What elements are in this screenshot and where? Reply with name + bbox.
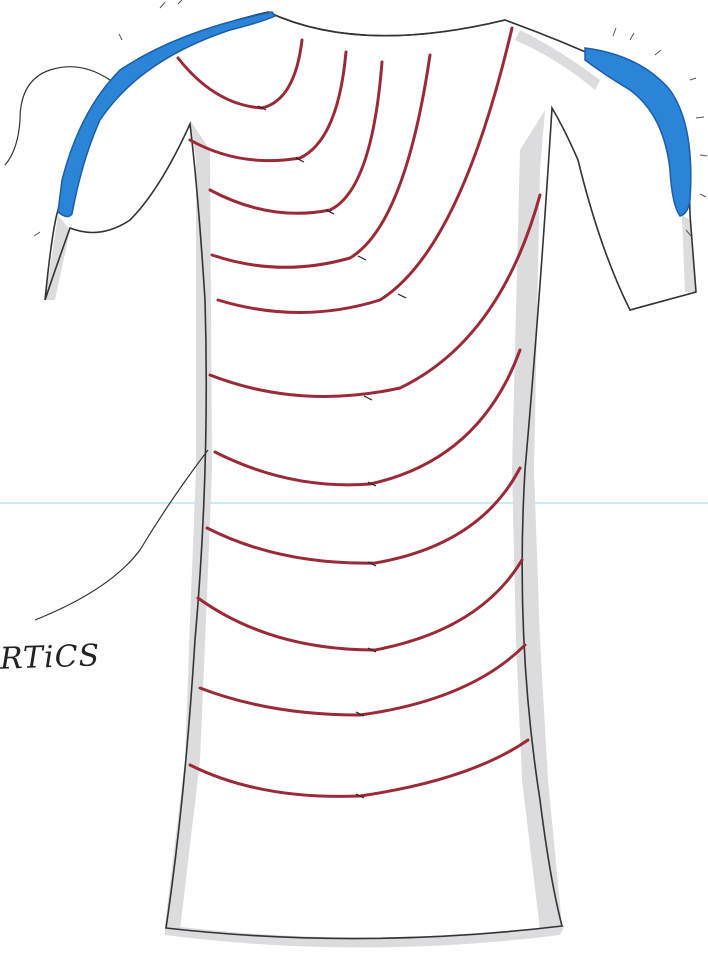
garment-shadow — [45, 30, 695, 948]
seam-line-8 — [207, 468, 520, 563]
seam-line-5 — [218, 28, 512, 313]
seam-line-9 — [198, 560, 522, 650]
seam-line-7 — [215, 350, 520, 485]
seam-line-1 — [178, 40, 302, 108]
seam-line-10 — [200, 645, 525, 715]
annotation-label: RTiCS — [0, 638, 101, 676]
seam-line-4 — [212, 55, 430, 267]
seam-line-11 — [190, 740, 528, 796]
seam-line-3 — [210, 62, 382, 213]
shoulder-panel-left — [58, 12, 275, 217]
neckline — [268, 12, 505, 36]
shoulder-panel-right — [585, 48, 691, 216]
seam-lines — [178, 28, 540, 796]
garment-outline — [45, 12, 696, 939]
annotation-leader-line — [35, 450, 208, 620]
seam-line-6 — [210, 195, 540, 396]
